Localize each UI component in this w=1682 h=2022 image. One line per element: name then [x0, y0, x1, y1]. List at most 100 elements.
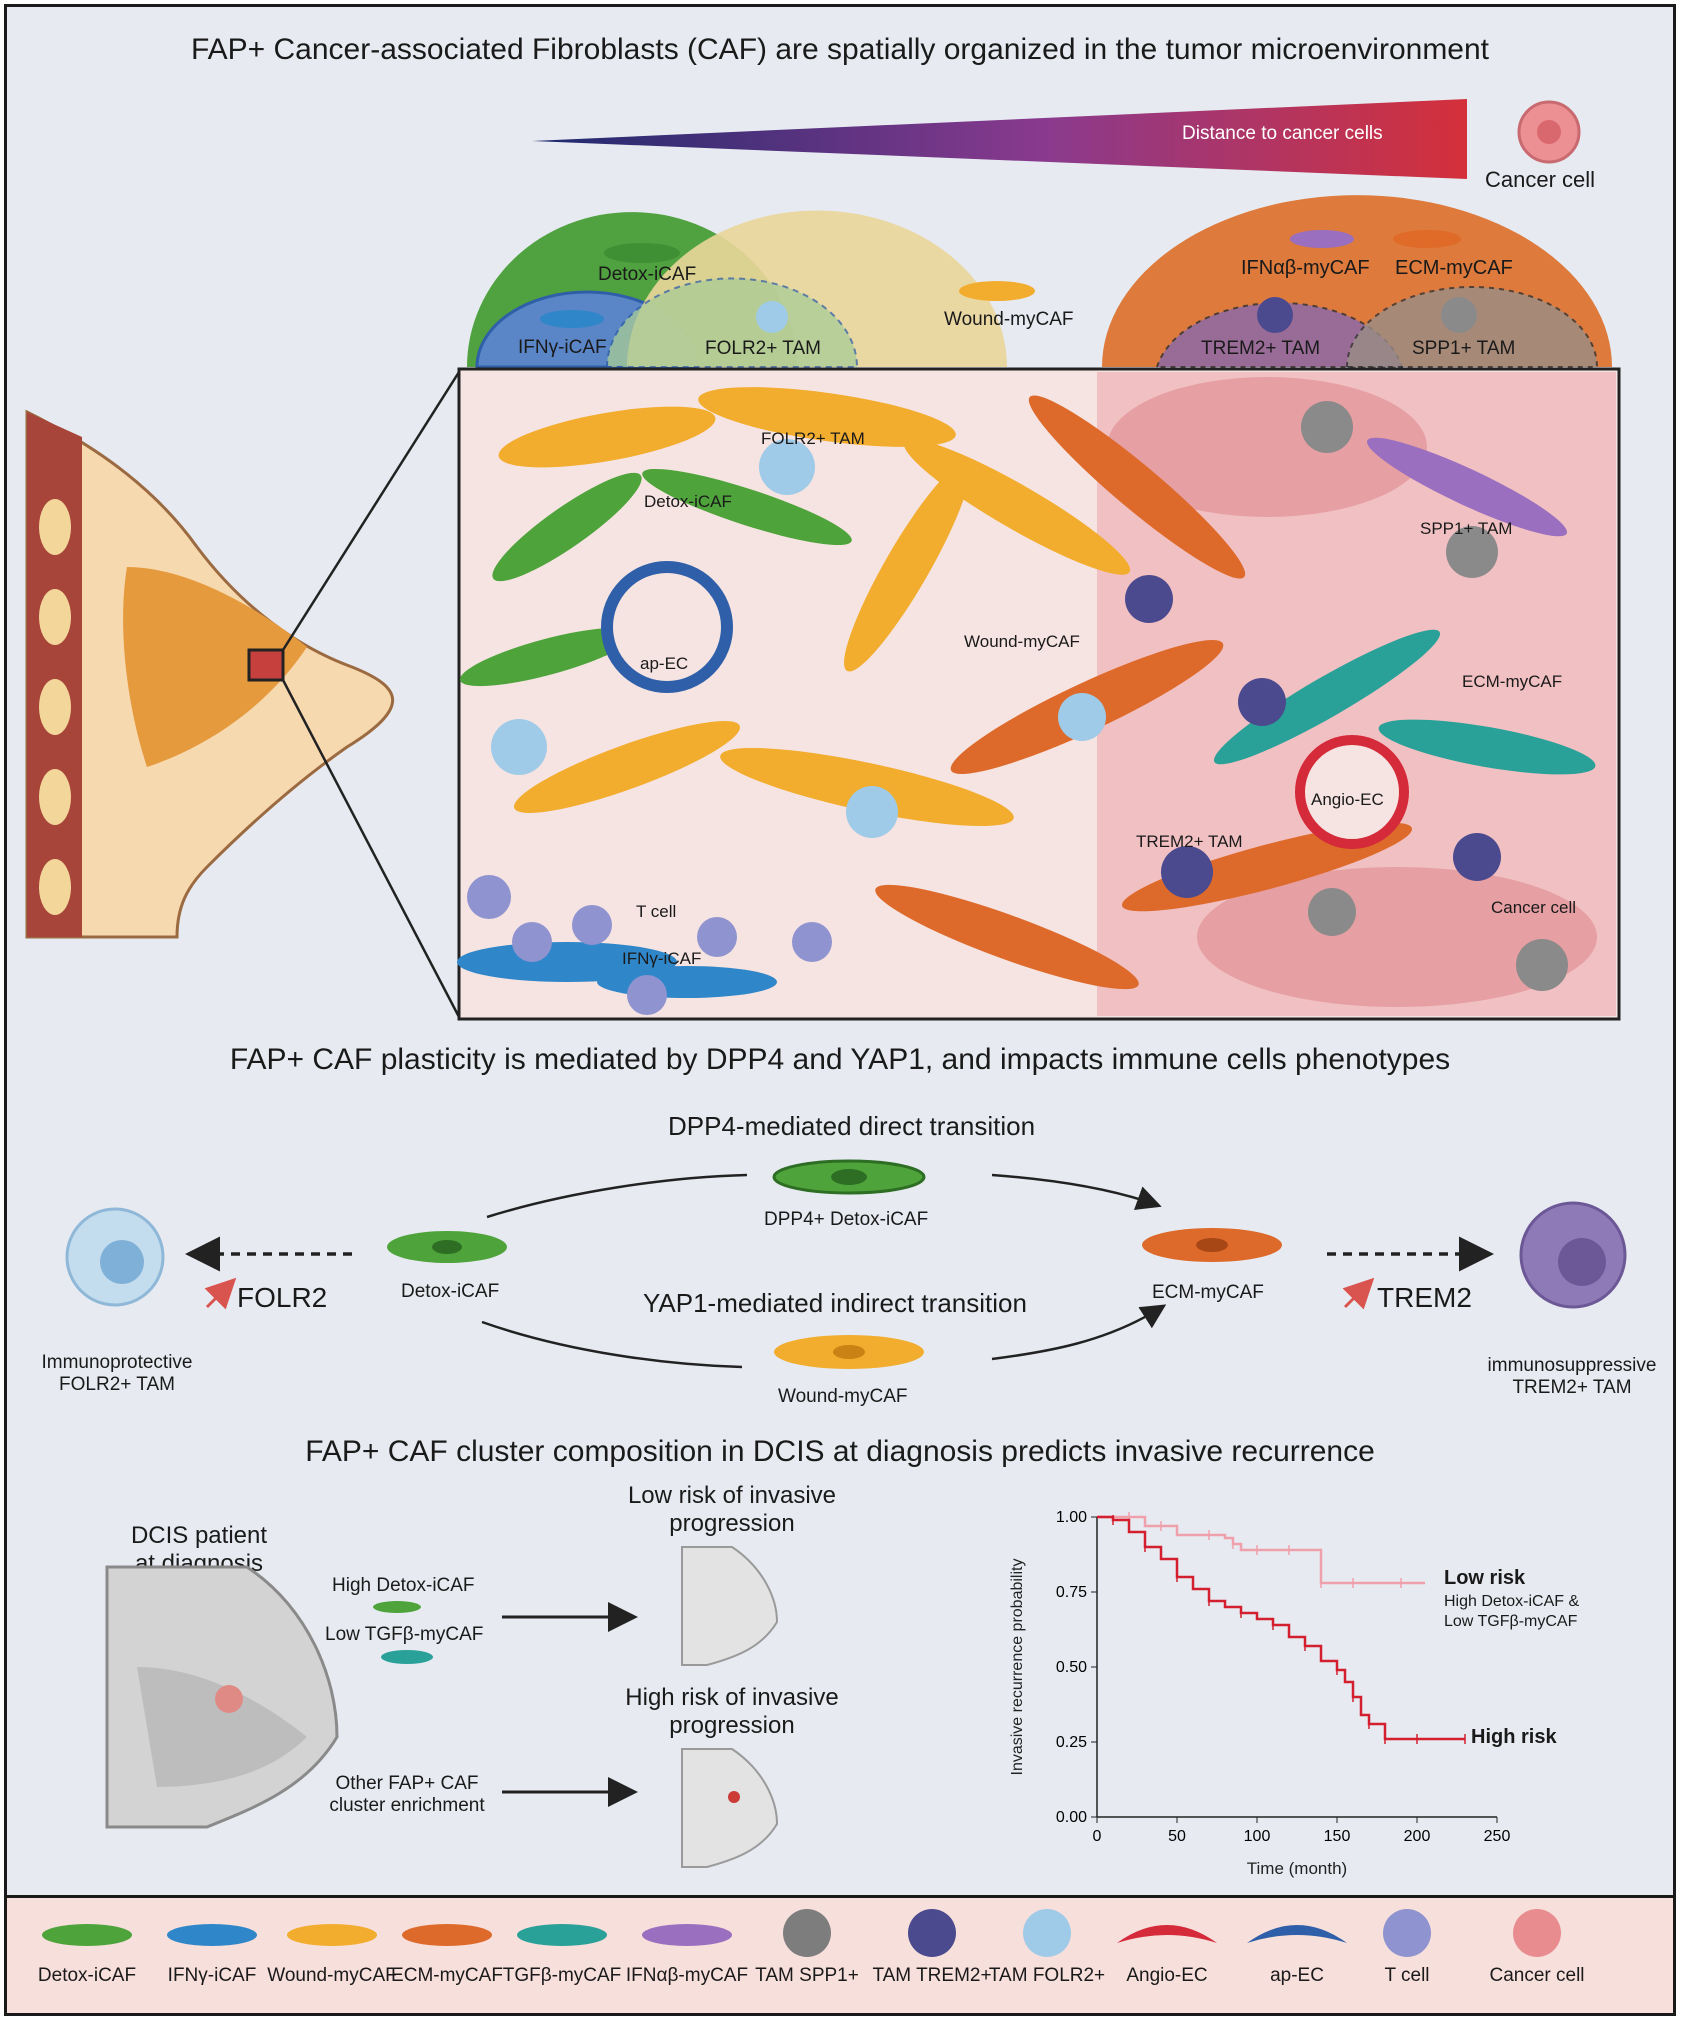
zoom-label-folr2: FOLR2+ TAM — [761, 429, 865, 448]
dpp4-detox-label: DPP4+ Detox-iCAF — [764, 1209, 929, 1230]
zoom-line-top — [281, 371, 461, 651]
section1-illustration — [25, 99, 1621, 1021]
rib-3 — [39, 679, 71, 735]
high-risk-header-2: progression — [669, 1712, 795, 1739]
section1-title: FAP+ Cancer-associated Fibroblasts (CAF)… — [190, 33, 1490, 66]
zoom-label-ifng: IFNγ-iCAF — [622, 949, 702, 968]
x-tick-label: 250 — [1484, 1828, 1511, 1845]
legend-label: TAM TREM2+ — [872, 1965, 992, 1986]
legend-swatch-detox-icaf — [42, 1924, 132, 1946]
zoom-line-bottom — [281, 679, 461, 1018]
y-tick-label: 0.25 — [1056, 1734, 1087, 1751]
other-enrichment-1: Other FAP+ CAF — [335, 1773, 479, 1794]
folr2-up-arrow — [204, 1277, 237, 1310]
legend-label: T cell — [1384, 1965, 1430, 1986]
dome-detox-cell — [604, 243, 680, 263]
legend-swatch-tam-spp1- — [783, 1909, 831, 1957]
x-axis-title: Time (month) — [1247, 1859, 1347, 1878]
low-risk-breast — [681, 1546, 779, 1666]
dome-label-trem2: TREM2+ TAM — [1201, 338, 1321, 359]
zoom-source-box — [247, 648, 285, 682]
other-enrichment-label: Other FAP+ CAF cluster enrichment — [307, 1773, 507, 1817]
wound-label: Wound-myCAF — [778, 1386, 908, 1407]
legend-label: Wound-myCAF — [267, 1965, 397, 1986]
trem2-tam-caption-2: TREM2+ TAM — [1512, 1377, 1632, 1398]
x-tick-label: 0 — [1093, 1828, 1102, 1845]
legend-swatch-tgf-mycaf — [517, 1924, 607, 1946]
ap-ec-vessel — [601, 561, 733, 693]
dome-label-ifnab: IFNαβ-myCAF — [1241, 257, 1370, 279]
legend-label: Cancer cell — [1489, 1965, 1585, 1986]
patient-lesion — [215, 1685, 243, 1713]
arrow-dpp4-to-ecm — [991, 1173, 1162, 1210]
rib-1 — [39, 499, 71, 555]
legend-label: Detox-iCAF — [37, 1965, 137, 1986]
trem2-tam-caption-1: immunosuppressive — [1487, 1355, 1657, 1376]
rib-2 — [39, 589, 71, 645]
legend-label: Angio-EC — [1126, 1965, 1208, 1986]
high-risk-breast — [681, 1748, 779, 1868]
km-line-low-risk — [1097, 1515, 1425, 1585]
low-risk-header-2: progression — [669, 1510, 795, 1537]
breast-lobules — [123, 567, 307, 767]
high-detox-cell — [373, 1601, 421, 1613]
legend-label: TGFβ-myCAF — [502, 1965, 622, 1986]
dome-ifng-cell — [540, 310, 604, 328]
patient-breast-lobules — [137, 1667, 307, 1787]
high-risk-header: High risk of invasive progression — [597, 1684, 867, 1740]
legend-swatch-ifn-icaf — [167, 1924, 257, 1946]
low-risk-header: Low risk of invasive progression — [597, 1482, 867, 1538]
y-tick-label: 0.50 — [1056, 1659, 1087, 1676]
zoom-label-spp1: SPP1+ TAM — [1420, 519, 1513, 538]
figure-frame: FAP+ Cancer-associated Fibroblasts (CAF)… — [4, 4, 1676, 2016]
zoom-label-tcell: T cell — [636, 902, 677, 921]
legend-swatch-angio-ec — [1117, 1925, 1217, 1943]
km-low-risk-sub-2: Low TGFβ-myCAF — [1444, 1613, 1578, 1630]
legend-swatch-tam-trem2- — [908, 1909, 956, 1957]
arrow-wound-to-ecm — [991, 1304, 1167, 1361]
dome-label-ifng: IFNγ-iCAF — [518, 337, 607, 358]
x-tick-label: 100 — [1244, 1828, 1271, 1845]
km-low-risk-sub: High Detox-iCAF & Low TGFβ-myCAF — [1444, 1592, 1579, 1632]
folr2-tam-caption-1: Immunoprotective — [41, 1352, 193, 1373]
km-series — [1097, 1512, 1466, 1744]
legend-icons — [42, 1909, 1561, 1957]
zoom-immune-cells — [467, 401, 1568, 1015]
km-low-risk-sub-1: High Detox-iCAF & — [1444, 1593, 1580, 1610]
ecm-label: ECM-myCAF — [1152, 1282, 1264, 1303]
breast-muscle — [27, 412, 82, 937]
legend-label: TAM SPP1+ — [755, 1965, 859, 1986]
y-tick-label: 1.00 — [1056, 1509, 1087, 1526]
x-tick-label: 150 — [1324, 1828, 1351, 1845]
zoom-label-angio: Angio-EC — [1311, 790, 1384, 809]
arrow-detox-to-wound — [481, 1320, 743, 1369]
x-tick-label: 50 — [1168, 1828, 1186, 1845]
cancer-cell-label: Cancer cell — [1485, 167, 1596, 192]
cancer-cell-nucleus — [1537, 120, 1561, 144]
zoom-label-cancer: Cancer cell — [1491, 898, 1577, 917]
dome-label-detox: Detox-iCAF — [598, 264, 697, 285]
low-tgfb-cell — [381, 1650, 433, 1664]
direct-transition-label: DPP4-mediated direct transition — [668, 1111, 1036, 1141]
dome-folr2 — [605, 277, 859, 368]
low-risk-header-1: Low risk of invasive — [627, 1482, 837, 1509]
low-tgfb-label: Low TGFβ-myCAF — [325, 1624, 484, 1645]
dome-ecm-cell — [1393, 230, 1461, 248]
x-tick-label: 200 — [1404, 1828, 1431, 1845]
dome-label-folr2: FOLR2+ TAM — [705, 338, 821, 359]
patient-label-1: DCIS patient — [130, 1522, 268, 1549]
trem2-tam-caption: immunosuppressive TREM2+ TAM — [1467, 1355, 1673, 1399]
section3-illustration — [105, 1546, 779, 1868]
rib-4 — [39, 769, 71, 825]
legend-label: ECM-myCAF — [391, 1965, 503, 1986]
y-tick-label: 0.75 — [1056, 1584, 1087, 1601]
y-tick-label: 0.00 — [1056, 1809, 1087, 1826]
km-ticks: 0 50 100 150 200 250 0.00 0.25 0.50 0.75 1.00 — [1056, 1509, 1511, 1845]
km-low-risk-title: Low risk — [1444, 1567, 1526, 1589]
legend-label: IFNαβ-myCAF — [625, 1965, 749, 1986]
zoom-label-wound: Wound-myCAF — [964, 632, 1080, 651]
section3-title: FAP+ CAF cluster composition in DCIS at … — [305, 1435, 1375, 1468]
dome-label-wound: Wound-myCAF — [944, 309, 1074, 330]
section2-title: FAP+ CAF plasticity is mediated by DPP4 … — [229, 1043, 1451, 1076]
